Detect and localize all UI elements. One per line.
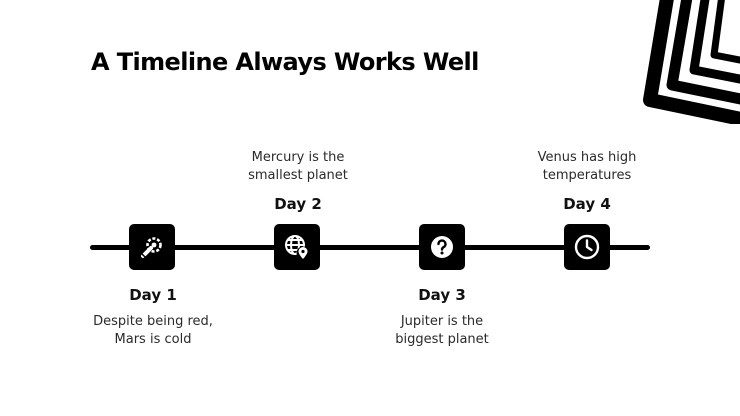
wrench-gear-icon — [140, 237, 162, 259]
globe-pin-icon — [285, 235, 310, 260]
timeline-line — [90, 245, 650, 250]
milestone-4-description: Venus has high temperatures — [537, 150, 637, 183]
milestone-3-label: Day 3 — [418, 286, 466, 304]
milestone-1-node — [129, 224, 175, 270]
concentric-shape-decoration — [643, 0, 740, 124]
milestone-1-description: Despite being red, Mars is cold — [93, 314, 213, 347]
milestone-4-label: Day 4 — [563, 195, 611, 213]
milestone-2-node — [274, 224, 320, 270]
milestone-2-label: Day 2 — [274, 195, 322, 213]
slide-title: A Timeline Always Works Well — [91, 48, 479, 76]
milestone-1-label: Day 1 — [129, 286, 177, 304]
milestone-4-node — [564, 224, 610, 270]
milestone-3-description: Jupiter is the biggest planet — [395, 314, 489, 347]
clock-icon — [574, 234, 600, 260]
milestone-2-description: Mercury is the smallest planet — [248, 150, 348, 183]
milestone-3-node — [419, 224, 465, 270]
question-icon — [431, 236, 453, 258]
